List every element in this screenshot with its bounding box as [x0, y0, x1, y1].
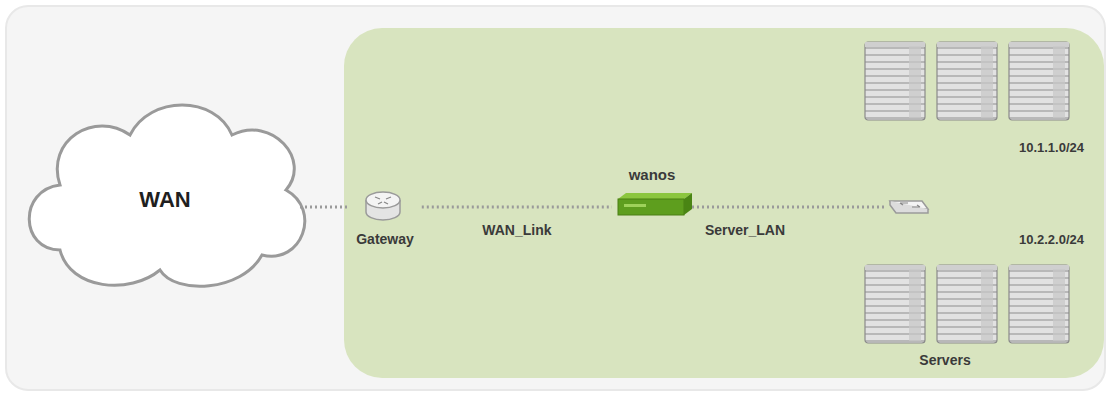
background-panel: [6, 6, 1105, 390]
link-label: WAN_Link: [479, 222, 554, 239]
router-icon: [366, 192, 400, 220]
wanos-appliance: [618, 193, 692, 215]
server-group: 10.1.1.0/24: [858, 40, 1088, 156]
dotted-link: [422, 206, 612, 209]
node-label: 10.2.2.0/24: [1015, 232, 1088, 248]
wan-cloud: WAN: [30, 105, 300, 295]
wan-cloud: [29, 105, 305, 286]
group-label: Servers: [916, 352, 973, 369]
server-stacks: [865, 42, 1069, 343]
link-label: Server_LAN: [702, 222, 788, 239]
site-region: [344, 28, 1104, 378]
gateway-router: Gateway: [348, 186, 422, 248]
node-label: WAN: [135, 187, 194, 213]
node-label: Gateway: [352, 231, 418, 248]
node-label: wanos: [625, 166, 680, 184]
dotted-link: [300, 206, 348, 209]
wanos-appliance: wanos: [612, 166, 692, 220]
server-group: 10.2.2.0/24: [858, 232, 1088, 348]
switch-icon: [890, 201, 928, 213]
node-label: 10.1.1.0/24: [1015, 140, 1088, 156]
lan-link: [692, 206, 884, 209]
